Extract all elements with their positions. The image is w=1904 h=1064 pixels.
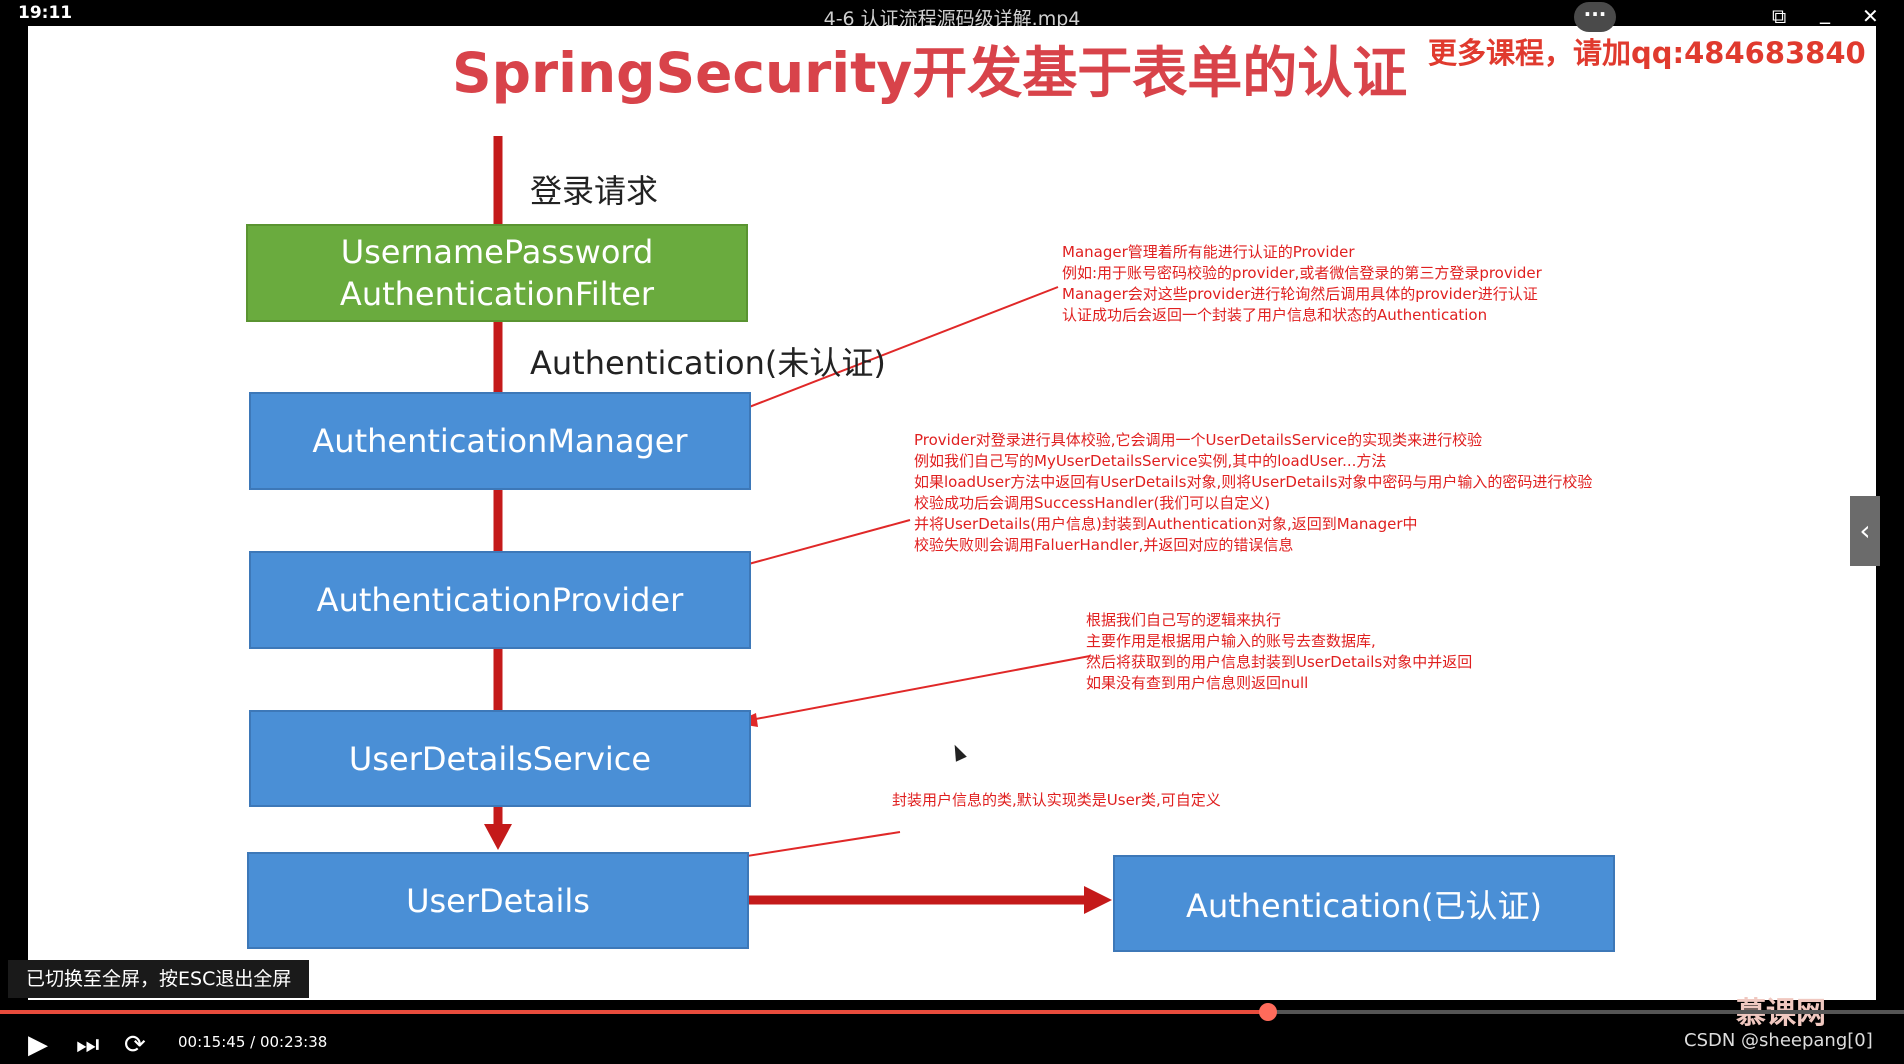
authentication-manager-box: AuthenticationManager xyxy=(249,392,751,490)
player-top-bar: 19:11 4-6 认证流程源码级详解.mp4 xyxy=(0,0,1904,30)
play-icon[interactable]: ▶ xyxy=(28,1030,48,1060)
clock: 19:11 xyxy=(18,3,73,23)
authenticated-box: Authentication(已认证) xyxy=(1113,855,1615,952)
note-line: 例如:用于账号密码校验的provider,或者微信登录的第三方登录provide… xyxy=(1062,264,1542,282)
note-line: Provider对登录进行具体校验,它会调用一个UserDetailsServi… xyxy=(914,431,1483,449)
note-line: 并将UserDetails(用户信息)封装到Authentication对象,返… xyxy=(914,515,1418,533)
uds-note: 根据我们自己写的逻辑来执行 主要作用是根据用户输入的账号去查数据库, 然后将获取… xyxy=(1086,610,1472,694)
user-details-service-box: UserDetailsService xyxy=(249,710,751,807)
filter-box-line1: UsernamePassword xyxy=(340,233,654,271)
annotation-line-manager xyxy=(725,286,1059,417)
note-line: 封装用户信息的类,默认实现类是User类,可自定义 xyxy=(892,791,1221,809)
close-icon[interactable]: ✕ xyxy=(1862,4,1879,28)
user-details-box: UserDetails xyxy=(247,852,749,949)
next-icon[interactable]: ⏭ xyxy=(76,1030,100,1060)
userdetails-note: 封装用户信息的类,默认实现类是User类,可自定义 xyxy=(892,790,1221,811)
note-line: 主要作用是根据用户输入的账号去查数据库, xyxy=(1086,632,1376,650)
note-line: 然后将获取到的用户信息封装到UserDetails对象中并返回 xyxy=(1086,653,1473,671)
note-line: 如果没有查到用户信息则返回null xyxy=(1086,674,1309,692)
note-line: 根据我们自己写的逻辑来执行 xyxy=(1086,611,1282,629)
progress-fill xyxy=(0,1010,1269,1014)
provider-note: Provider对登录进行具体校验,它会调用一个UserDetailsServi… xyxy=(914,430,1592,556)
note-line: 如果loadUser方法中返回有UserDetails对象,则将UserDeta… xyxy=(914,473,1593,491)
filter-box-line2: AuthenticationFilter xyxy=(339,275,655,313)
progress-handle[interactable] xyxy=(1259,1003,1278,1021)
note-line: 例如我们自己写的MyUserDetailsService实例,其中的loadUs… xyxy=(914,452,1387,470)
arrowhead-down xyxy=(484,824,512,850)
login-request-label: 登录请求 xyxy=(530,172,659,210)
pip-icon[interactable]: ⧉ xyxy=(1772,4,1787,28)
unauthenticated-label: Authentication(未认证) xyxy=(530,344,886,382)
more-options-button[interactable]: ··· xyxy=(1574,2,1616,32)
authentication-provider-box: AuthenticationProvider xyxy=(249,551,751,649)
playback-time: 00:15:45 / 00:23:38 xyxy=(178,1033,328,1051)
chevron-left-icon[interactable]: ‹ xyxy=(1850,496,1880,566)
note-line: Manager会对这些provider进行轮询然后调用具体的provider进行… xyxy=(1062,285,1538,303)
note-line: 校验失败则会调用FaluerHandler,并返回对应的错误信息 xyxy=(914,536,1294,554)
fullscreen-toast: 已切换至全屏，按ESC退出全屏 xyxy=(8,960,310,998)
filter-box: UsernamePassword AuthenticationFilter xyxy=(246,224,748,322)
minimize-icon[interactable]: _ xyxy=(1820,0,1830,24)
loop-icon[interactable]: ⟳ xyxy=(124,1030,146,1060)
slide-title: SpringSecurity开发基于表单的认证 xyxy=(452,41,1408,105)
video-title: 4-6 认证流程源码级详解.mp4 xyxy=(823,8,1081,30)
note-line: 校验成功后会调用SuccessHandler(我们可以自定义) xyxy=(914,494,1271,512)
note-line: Manager管理着所有能进行认证的Provider xyxy=(1062,243,1355,261)
arrowhead-right xyxy=(1084,886,1112,914)
note-line: 认证成功后会返回一个封装了用户信息和状态的Authentication xyxy=(1062,306,1488,324)
promo-text: 更多课程，请加qq:484683840 xyxy=(1428,36,1866,70)
watermark: CSDN @sheepang[0] xyxy=(1684,1030,1873,1051)
manager-note: Manager管理着所有能进行认证的Provider 例如:用于账号密码校验的p… xyxy=(1062,242,1542,326)
annotation-line-uds xyxy=(739,655,1091,723)
